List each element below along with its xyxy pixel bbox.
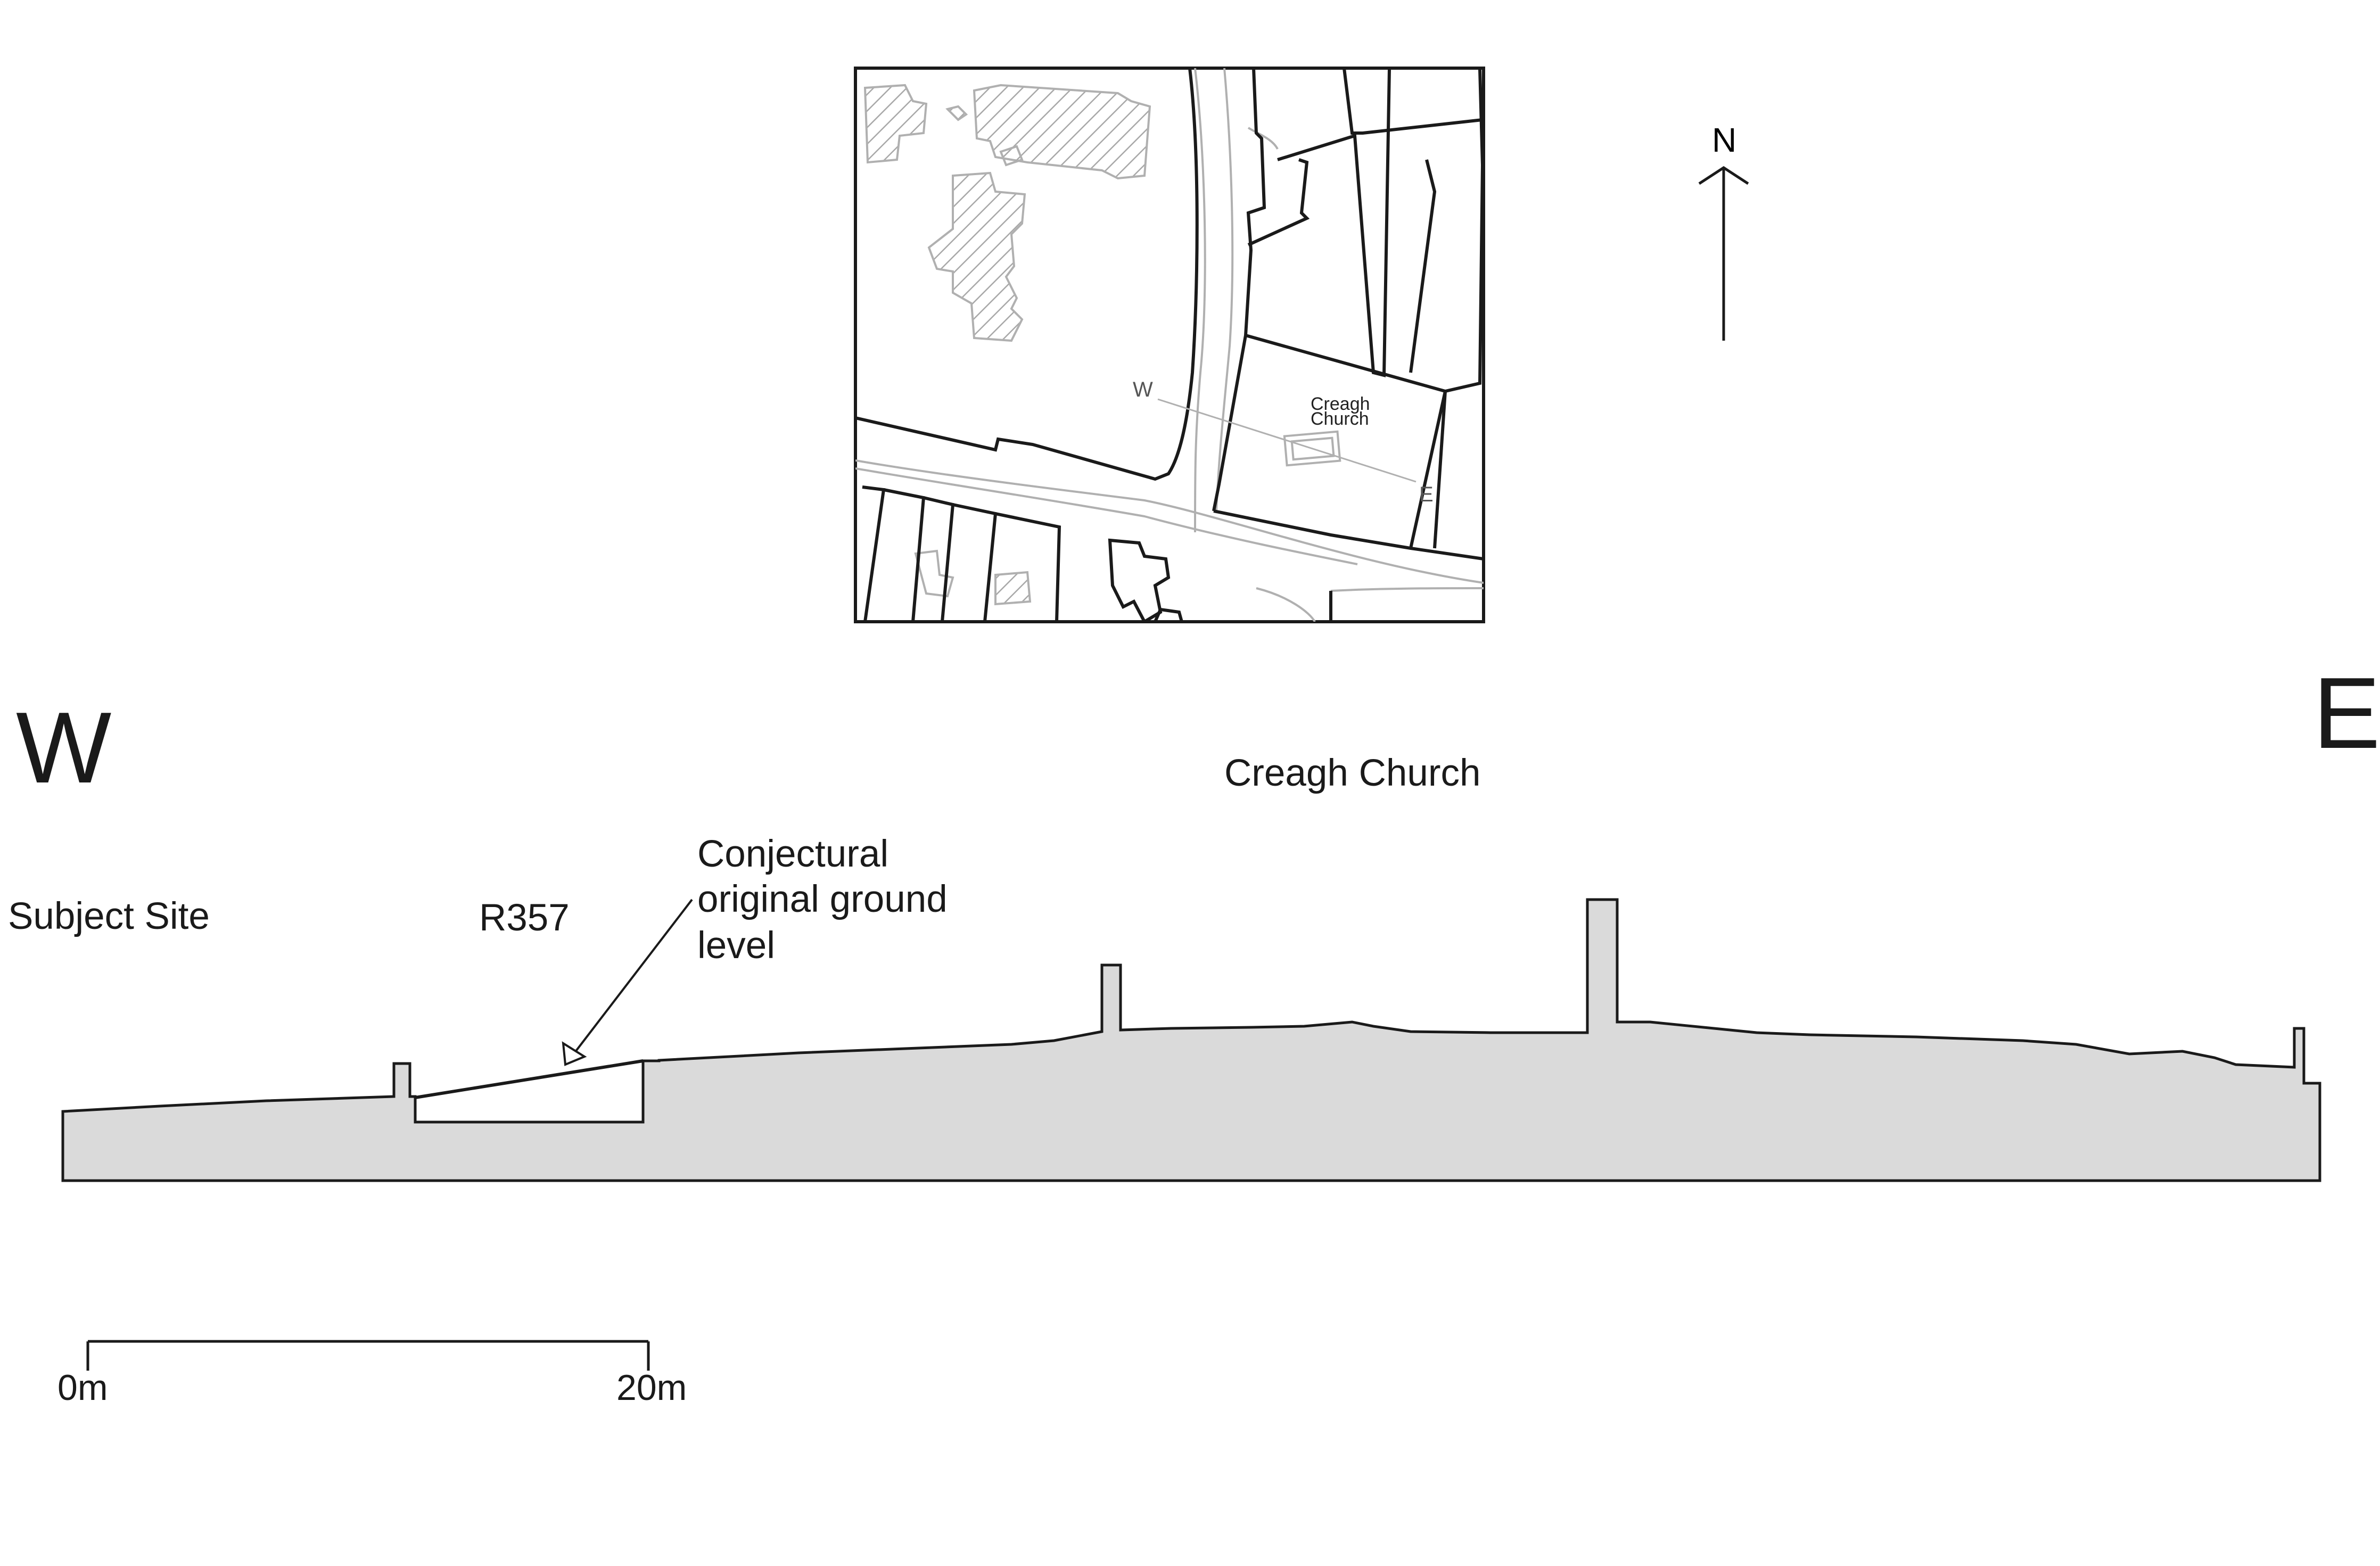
road-label: R357 bbox=[479, 897, 570, 939]
ground-level-label-line3: level bbox=[697, 925, 775, 967]
map-frame bbox=[854, 67, 1485, 623]
map-site-label-line2: Church bbox=[1311, 409, 1369, 429]
east-direction-label: E bbox=[2313, 657, 2380, 770]
church-label: Creagh Church bbox=[1224, 752, 1480, 794]
west-direction-label: W bbox=[16, 691, 111, 804]
map-site-label-line1: Creagh bbox=[1311, 394, 1370, 414]
map-section-east-label: E bbox=[1419, 483, 1434, 506]
north-arrow: N bbox=[1698, 121, 1749, 341]
ground-fill bbox=[61, 898, 2321, 1182]
subject-site-label: Subject Site bbox=[8, 895, 210, 937]
ground-level-label-line1: Conjectural bbox=[697, 833, 888, 875]
north-arrow-icon bbox=[1698, 166, 1749, 341]
map-section-west-label: W bbox=[1133, 378, 1153, 401]
location-map-inset: W E Creagh Church bbox=[854, 67, 1485, 623]
property-boundaries bbox=[855, 68, 1484, 622]
ground-level-label-line2: original ground bbox=[697, 878, 948, 920]
section-line bbox=[1157, 398, 1417, 483]
annotation-arrow bbox=[562, 899, 693, 1066]
map-content bbox=[855, 68, 1484, 622]
outlined-buildings bbox=[914, 430, 1341, 598]
ground-section-profile bbox=[61, 898, 2321, 1182]
scale-start-label: 0m bbox=[57, 1367, 108, 1408]
road-edges bbox=[855, 68, 1484, 622]
hatched-buildings bbox=[863, 84, 1151, 606]
north-label: N bbox=[1712, 121, 1736, 159]
scale-end-label: 20m bbox=[616, 1367, 687, 1408]
dark-buildings bbox=[1108, 538, 1183, 622]
scale-bar bbox=[86, 1340, 650, 1371]
conjectural-ground-line bbox=[415, 1059, 644, 1099]
